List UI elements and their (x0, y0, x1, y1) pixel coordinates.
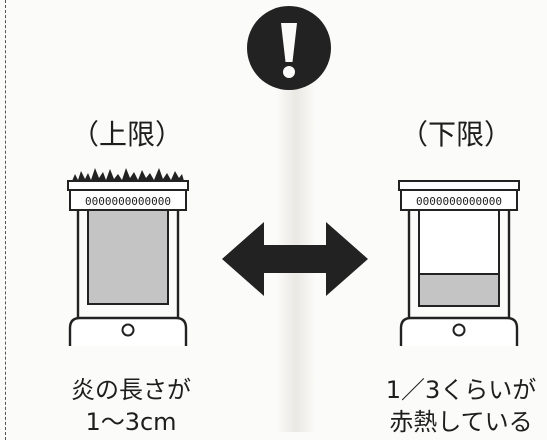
lower-limit-caption-line-1: 1／3くらいが (385, 376, 537, 404)
upper-limit-caption-line-1: 炎の長さが (71, 376, 191, 404)
warning-exclamation-icon (247, 6, 331, 90)
lower-limit-heading: （下限） (400, 118, 513, 151)
dashed-divider (5, 0, 6, 440)
upper-limit-caption-line-2: 1〜3cm (85, 408, 177, 436)
lower-limit-caption-line-2: 赤熱している (389, 408, 533, 436)
upper-limit-heading: （上限） (71, 118, 184, 151)
svg-text:0000000000000: 0000000000000 (416, 195, 502, 208)
double-headed-arrow-icon (222, 222, 368, 296)
svg-text:0000000000000: 0000000000000 (85, 195, 171, 208)
lower-limit-stove-illustration: 0000000000000 (398, 180, 520, 346)
upper-limit-stove-illustration: 0000000000000 (67, 168, 189, 346)
